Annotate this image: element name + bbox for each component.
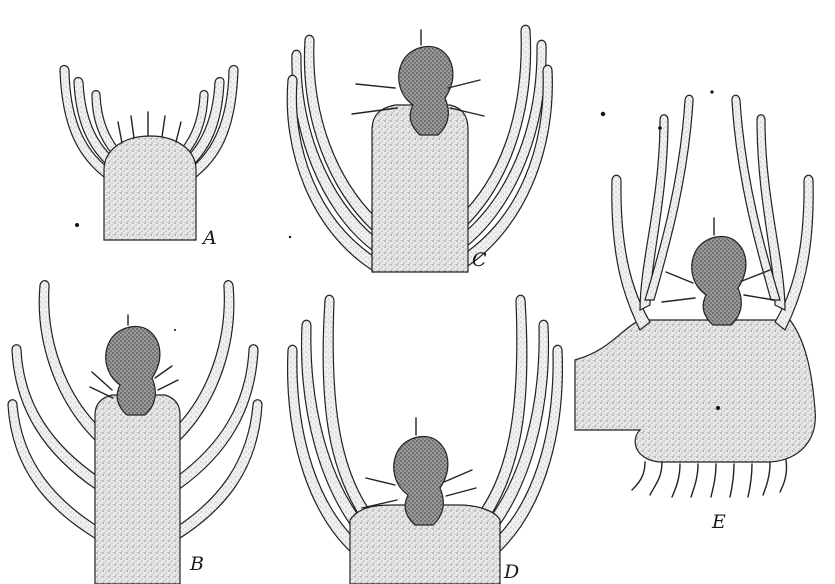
panel-d: D (288, 295, 563, 584)
primordium (131, 116, 134, 138)
ink-dot (716, 406, 720, 410)
stem (95, 395, 180, 584)
root-hair (748, 464, 752, 497)
primordium (158, 380, 178, 390)
primordium (366, 478, 395, 485)
leaf (175, 281, 234, 440)
panel-label-e: E (711, 511, 726, 533)
primordium (444, 470, 472, 482)
ink-dot (658, 126, 662, 130)
root-hair (632, 462, 645, 490)
primordium (92, 372, 112, 390)
panel-label-d: D (503, 561, 519, 583)
stem-base (575, 320, 815, 462)
primordium (118, 122, 122, 143)
root-hair (780, 460, 787, 492)
primordium (176, 122, 181, 142)
root-hair (650, 462, 662, 495)
ink-dot (289, 236, 291, 238)
panel-label-c: C (472, 249, 487, 271)
stem (104, 136, 196, 240)
root-hair (691, 464, 698, 497)
primordium (662, 298, 695, 302)
leaf (39, 281, 100, 440)
primordium (356, 84, 395, 88)
panel-a: A (60, 66, 238, 250)
ink-dot (75, 223, 79, 227)
root-hair (711, 464, 716, 497)
panel-e: E (575, 95, 815, 533)
panel-c: C (287, 25, 552, 272)
ink-dot (174, 329, 176, 331)
panel-label-b: B (189, 553, 204, 575)
root-hair (730, 464, 734, 497)
primordium (162, 116, 165, 137)
primordium (446, 488, 476, 496)
primordium (666, 272, 693, 283)
root-hair (763, 463, 770, 495)
ink-dot (710, 90, 713, 93)
shoot-apex (692, 236, 746, 325)
panel-label-a: A (201, 227, 217, 249)
ink-dot (601, 112, 605, 116)
root-hair (672, 464, 680, 497)
panel-b: B (8, 281, 262, 584)
